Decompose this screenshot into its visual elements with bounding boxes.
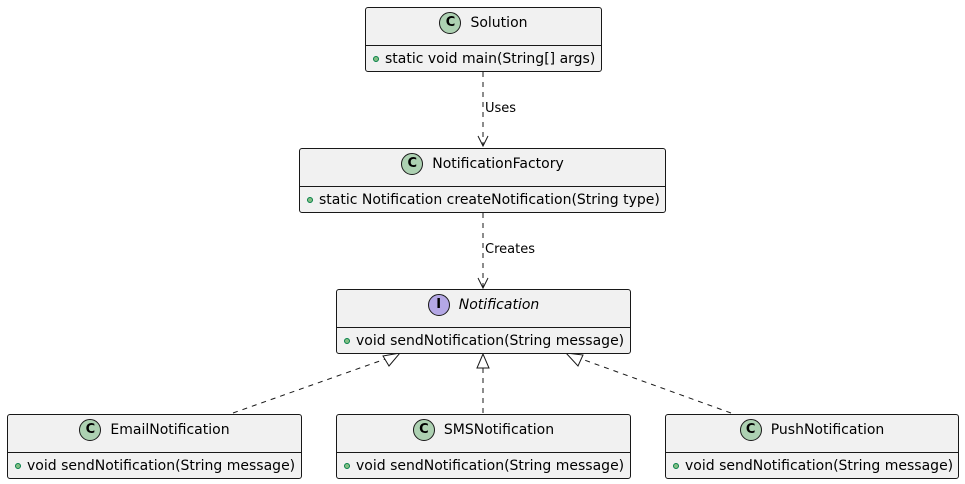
class-email-notification[interactable]: C EmailNotification void sendNotificatio… — [7, 414, 302, 479]
class-header: C PushNotification — [666, 415, 958, 444]
class-stereotype-icon: C — [412, 418, 435, 441]
class-header: C Solution — [366, 8, 601, 37]
class-header: I Notification — [337, 290, 630, 319]
interface-stereotype-icon: I — [427, 293, 450, 316]
method: void sendNotification(String message) — [27, 458, 296, 474]
push-realization-line — [575, 356, 732, 414]
class-header: C SMSNotification — [337, 415, 630, 444]
class-sms-notification[interactable]: C SMSNotification void sendNotification(… — [336, 414, 631, 479]
class-name: Solution — [470, 14, 528, 31]
class-members: static Notification createNotification(S… — [300, 186, 665, 208]
method: void sendNotification(String message) — [685, 458, 954, 474]
public-visibility-icon — [373, 56, 379, 62]
class-stereotype-icon: C — [439, 11, 462, 34]
method: void sendNotification(String message) — [356, 458, 625, 474]
creates-label: Creates — [485, 242, 535, 257]
creates-arrowhead — [477, 277, 489, 290]
public-visibility-icon — [344, 463, 350, 469]
email-realization-head — [382, 352, 402, 367]
class-name: EmailNotification — [110, 421, 230, 438]
class-stereotype-icon: C — [79, 418, 102, 441]
method: static void main(String[] args) — [385, 51, 596, 67]
class-members: void sendNotification(String message) — [666, 452, 958, 474]
class-name: SMSNotification — [443, 421, 555, 438]
class-members: void sendNotification(String message) — [337, 327, 630, 349]
class-members: void sendNotification(String message) — [337, 452, 630, 474]
push-realization-head — [564, 352, 584, 367]
method: void sendNotification(String message) — [356, 333, 625, 349]
class-name: PushNotification — [770, 421, 885, 438]
uses-label: Uses — [485, 101, 517, 116]
class-stereotype-icon: C — [401, 152, 424, 175]
class-header: C EmailNotification — [8, 415, 301, 444]
class-notification-factory[interactable]: C NotificationFactory static Notificatio… — [299, 148, 666, 213]
class-name: Notification — [458, 296, 540, 313]
sms-realization-head — [476, 352, 490, 369]
method: static Notification createNotification(S… — [319, 192, 660, 208]
public-visibility-icon — [344, 338, 350, 344]
class-name: NotificationFactory — [432, 155, 564, 172]
class-members: static void main(String[] args) — [366, 45, 601, 67]
public-visibility-icon — [673, 463, 679, 469]
interface-notification[interactable]: I Notification void sendNotification(Str… — [336, 289, 631, 354]
class-members: void sendNotification(String message) — [8, 452, 301, 474]
class-push-notification[interactable]: C PushNotification void sendNotification… — [665, 414, 959, 479]
class-header: C NotificationFactory — [300, 149, 665, 178]
class-solution[interactable]: C Solution static void main(String[] arg… — [365, 7, 602, 72]
uses-arrowhead — [477, 135, 489, 148]
public-visibility-icon — [15, 463, 21, 469]
class-stereotype-icon: C — [739, 418, 762, 441]
email-realization-line — [232, 356, 392, 414]
public-visibility-icon — [307, 197, 313, 203]
